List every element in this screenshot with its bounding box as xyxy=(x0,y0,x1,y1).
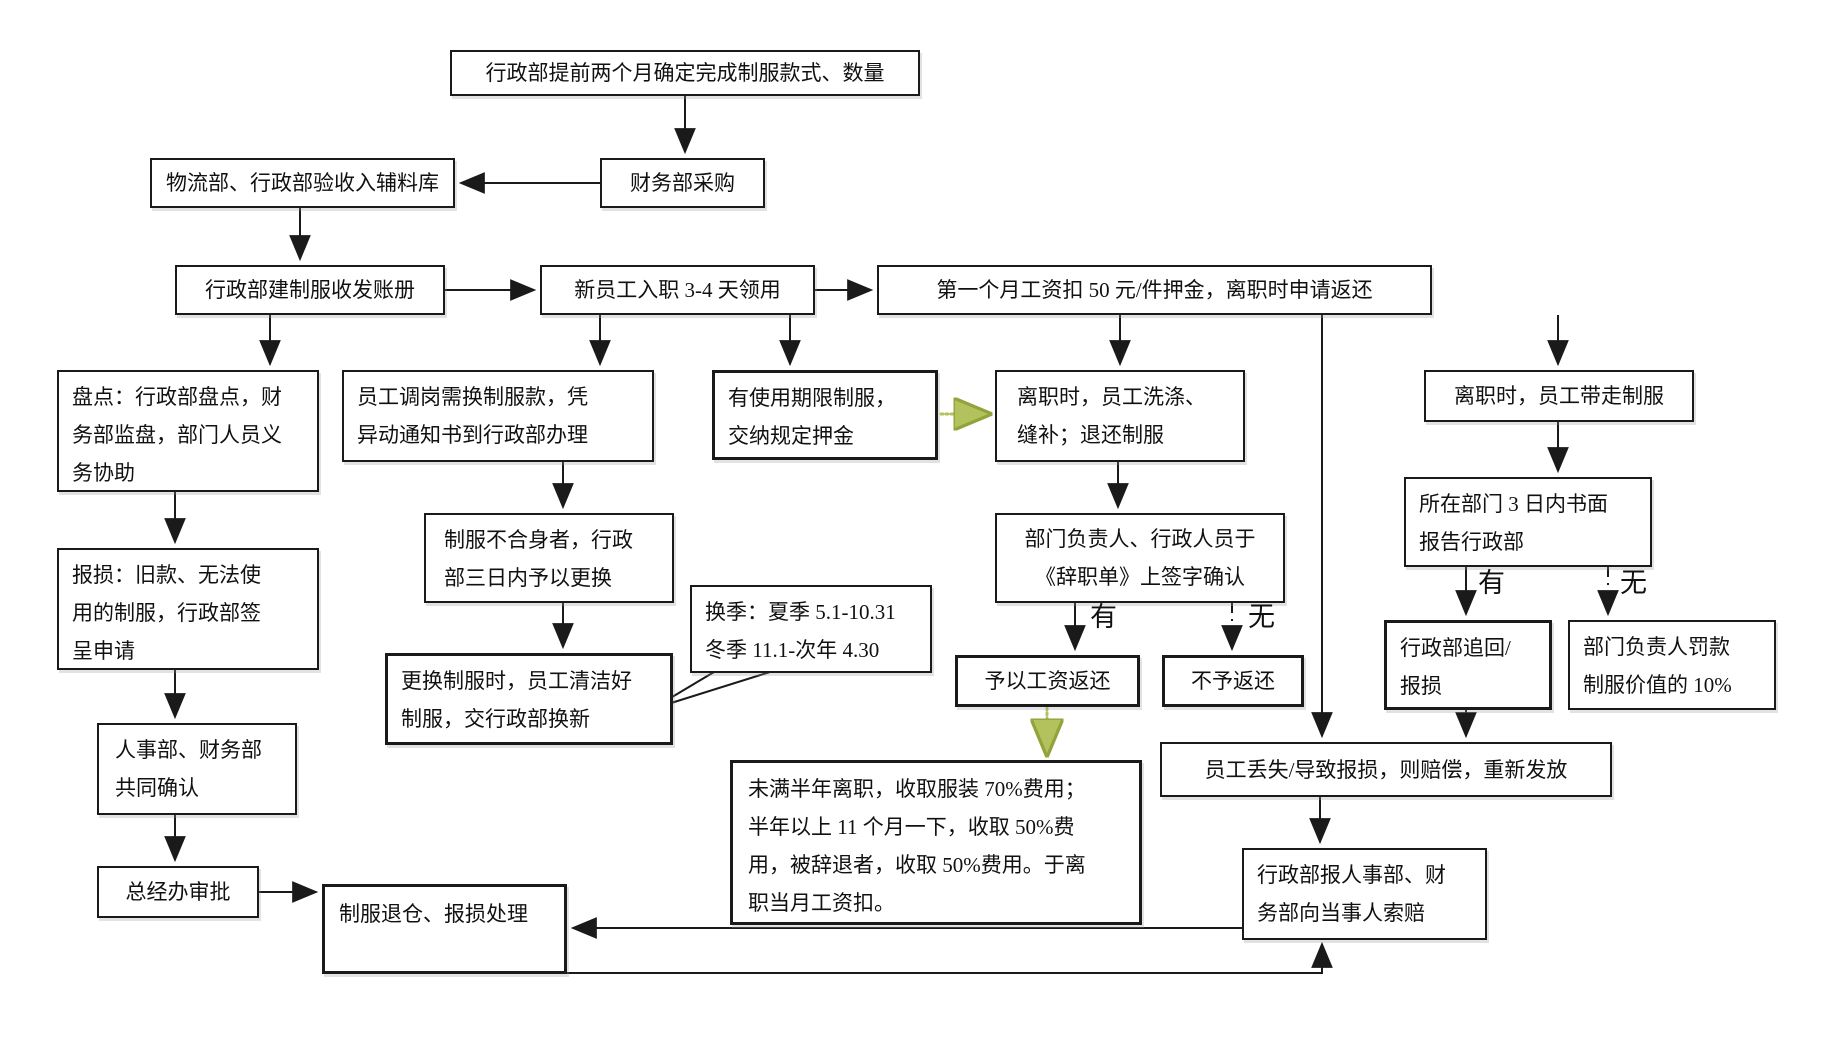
node-lost: 员工丢失/导致报损，则赔偿，重新发放 xyxy=(1160,742,1612,797)
stocktake-text-line: 务协助 xyxy=(72,461,135,485)
node-claim: 行政部报人事部、财务部向当事人索赔 xyxy=(1242,848,1487,940)
recover-text-line: 行政部追回/ xyxy=(1400,636,1511,660)
sign-text-line: 《辞职单》上签字确认 xyxy=(1035,565,1245,589)
node-deposit: 第一个月工资扣 50 元/件押金，离职时申请返还 xyxy=(877,265,1432,315)
report3d-text-line: 报告行政部 xyxy=(1419,530,1524,554)
deposit-text-line: 第一个月工资扣 50 元/件押金，离职时申请返还 xyxy=(936,278,1373,302)
node-damage: 报损：旧款、无法使用的制服，行政部签呈申请 xyxy=(57,548,319,670)
fees-text-line: 半年以上 11 个月一下，收取 50%费 xyxy=(748,815,1075,839)
limited-text-line: 交纳规定押金 xyxy=(728,424,854,448)
washing-text-line: 缝补；退还制服 xyxy=(1017,423,1164,447)
node-confirm: 人事部、财务部共同确认 xyxy=(97,723,297,815)
confirm-text-line: 共同确认 xyxy=(115,776,199,800)
transfer-text-line: 异动通知书到行政部办理 xyxy=(357,423,588,447)
node-sign: 部门负责人、行政人员于《辞职单》上签字确认 xyxy=(995,513,1285,603)
node-season: 换季：夏季 5.1-10.31 冬季 11.1-次年 4.30 xyxy=(690,585,932,673)
fees-text-line: 用，被辞退者，收取 50%费用。于离 xyxy=(748,853,1086,877)
ledger-text-line: 行政部建制服收发账册 xyxy=(205,278,415,302)
confirm-text-line: 人事部、财务部 xyxy=(115,738,262,762)
node-transfer: 员工调岗需换制服款，凭异动通知书到行政部办理 xyxy=(342,370,654,462)
washing-text-line: 离职时，员工洗涤、 xyxy=(1017,385,1206,409)
node-ledger: 行政部建制服收发账册 xyxy=(175,265,445,315)
node-fees: 未满半年离职，收取服装 70%费用； 半年以上 11 个月一下，收取 50%费用，… xyxy=(730,760,1142,925)
branch-label-has: 有 xyxy=(1090,602,1117,632)
season-text-line: 冬季 11.1-次年 4.30 xyxy=(705,638,880,662)
misfit-text-line: 制服不合身者，行政 xyxy=(444,528,633,552)
limited-text-line: 有使用期限制服， xyxy=(728,386,896,410)
transfer-text-line: 员工调岗需换制服款，凭 xyxy=(357,385,588,409)
fees-text-line: 未满半年离职，收取服装 70%费用； xyxy=(748,777,1086,801)
node-recover: 行政部追回/报损 xyxy=(1384,620,1552,710)
node-receive: 物流部、行政部验收入辅料库 xyxy=(150,158,455,208)
refund-text-line: 予以工资返还 xyxy=(984,669,1111,693)
stocktake-text-line: 务部监盘，部门人员义 xyxy=(72,423,282,447)
node-report3d: 所在部门 3 日内书面报告行政部 xyxy=(1404,477,1652,567)
exchange-text-line: 制服，交行政部换新 xyxy=(401,707,590,731)
fees-text-line: 职当月工资扣。 xyxy=(748,891,895,915)
node-stocktake: 盘点：行政部盘点，财务部监盘，部门人员义务协助 xyxy=(57,370,319,492)
node-takeaway: 离职时，员工带走制服 xyxy=(1424,370,1694,422)
node-misfit: 制服不合身者，行政部三日内予以更换 xyxy=(424,513,674,603)
node-approve: 总经办审批 xyxy=(97,866,259,918)
node-refund: 予以工资返还 xyxy=(955,655,1140,707)
node-retire: 制服退仓、报损处理 xyxy=(322,884,567,974)
branch-label-none: 无 xyxy=(1620,568,1647,598)
recover-text-line: 报损 xyxy=(1400,674,1442,698)
stocktake-text-line: 盘点：行政部盘点，财 xyxy=(72,385,282,409)
claim-text-line: 行政部报人事部、财 xyxy=(1257,863,1446,887)
node-washing: 离职时，员工洗涤、缝补；退还制服 xyxy=(995,370,1245,462)
branch-label-has: 有 xyxy=(1478,568,1505,598)
plan-text-line: 行政部提前两个月确定完成制服款式、数量 xyxy=(485,61,885,85)
node-plan: 行政部提前两个月确定完成制服款式、数量 xyxy=(450,50,920,96)
takeaway-text-line: 离职时，员工带走制服 xyxy=(1454,384,1664,408)
lost-text-line: 员工丢失/导致报损，则赔偿，重新发放 xyxy=(1204,757,1568,782)
newhire-text-line: 新员工入职 3-4 天领用 xyxy=(574,278,781,302)
exchange-text-line: 更换制服时，员工清洁好 xyxy=(401,669,632,693)
norefund-text-line: 不予返还 xyxy=(1191,669,1275,693)
node-exchange: 更换制服时，员工清洁好制服，交行政部换新 xyxy=(385,653,673,745)
branch-label-none: 无 xyxy=(1248,602,1275,632)
season-text-line: 换季：夏季 5.1-10.31 xyxy=(705,600,896,624)
damage-text-line: 呈申请 xyxy=(72,639,135,663)
damage-text-line: 报损：旧款、无法使 xyxy=(72,563,261,587)
node-norefund: 不予返还 xyxy=(1162,655,1304,707)
damage-text-line: 用的制服，行政部签 xyxy=(72,601,261,625)
purchase-text-line: 财务部采购 xyxy=(630,171,735,195)
node-fine: 部门负责人罚款制服价值的 10% xyxy=(1568,620,1776,710)
retire-text-line: 制服退仓、报损处理 xyxy=(339,902,528,926)
sign-text-line: 部门负责人、行政人员于 xyxy=(1024,527,1256,551)
receive-text-line: 物流部、行政部验收入辅料库 xyxy=(166,171,439,195)
report3d-text-line: 所在部门 3 日内书面 xyxy=(1419,492,1608,516)
fine-text-line: 制服价值的 10% xyxy=(1583,673,1732,697)
approve-text-line: 总经办审批 xyxy=(125,880,231,904)
node-newhire: 新员工入职 3-4 天领用 xyxy=(540,265,815,315)
node-purchase: 财务部采购 xyxy=(600,158,765,208)
claim-text-line: 务部向当事人索赔 xyxy=(1257,901,1425,925)
misfit-text-line: 部三日内予以更换 xyxy=(444,566,612,590)
fine-text-line: 部门负责人罚款 xyxy=(1583,635,1730,659)
node-limited: 有使用期限制服， 交纳规定押金 xyxy=(712,370,938,460)
